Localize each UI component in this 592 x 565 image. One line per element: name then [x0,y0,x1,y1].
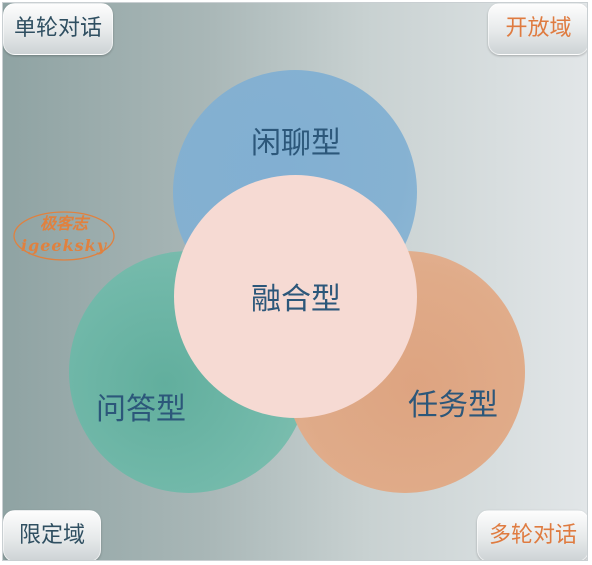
corner-text-multi-turn: 多轮对话 [488,523,577,548]
corner-text-open-domain: 开放域 [505,16,572,41]
diagram-canvas: 单轮对话 开放域 限定域 多轮对话 闲聊型 融合型 问答型 任务型 极客志 ig… [2,2,588,561]
corner-label-multi-turn: 多轮对话 [477,510,587,560]
watermark-line2: igeeksky [20,236,108,255]
watermark-line1: 极客志 [39,214,88,233]
corner-text-single-turn: 单轮对话 [13,16,102,41]
corner-label-open-domain: 开放域 [488,3,587,55]
corner-label-single-turn: 单轮对话 [3,3,113,55]
circle-fusion [174,175,417,418]
label-fusion: 融合型 [251,282,341,317]
watermark-stamp: 极客志 igeeksky [11,208,117,264]
label-task: 任务型 [408,388,498,423]
corner-label-closed-domain: 限定域 [3,510,101,560]
watermark-ellipse-icon [13,211,115,261]
corner-text-closed-domain: 限定域 [18,523,85,548]
label-qa: 问答型 [96,392,186,427]
label-chitchat: 闲聊型 [251,126,341,161]
